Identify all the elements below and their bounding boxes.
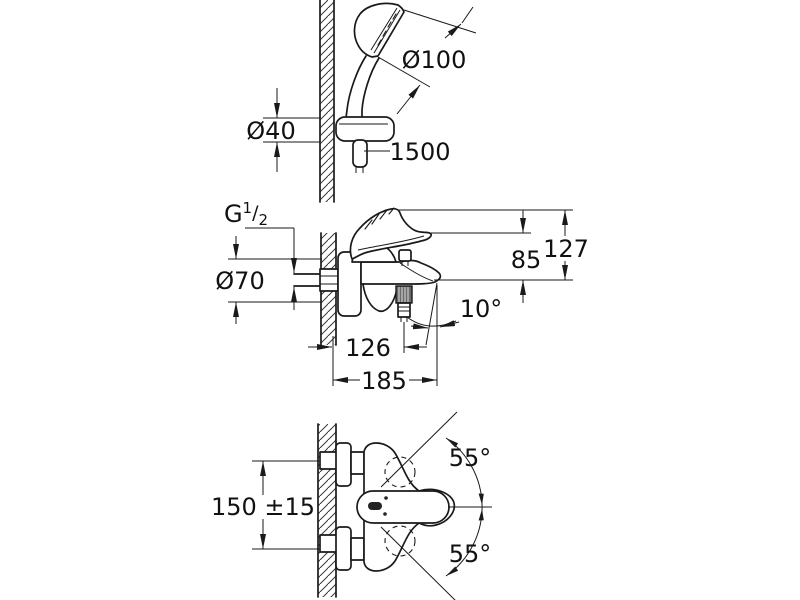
- dim-label-swivel-top: 55°: [449, 444, 492, 472]
- swivel-line-bottom: [380, 526, 456, 600]
- dim-escutcheon-diameter: Ø70: [215, 236, 322, 324]
- wall-holder: [335, 116, 395, 142]
- dim-thread: G1/2: [224, 199, 297, 310]
- supply-nut-front-bottom: [350, 537, 365, 561]
- dim-label-total-depth: 185: [361, 367, 407, 395]
- dim-label-thread: G1/2: [224, 199, 268, 229]
- supply-escutcheon-top: [335, 442, 352, 487]
- dim-total-depth: 185: [333, 367, 437, 395]
- swivel-line-top: [380, 411, 458, 488]
- wall-hatch-top: [320, 0, 334, 202]
- shower-outlet-knurl: [395, 285, 413, 304]
- dim-hose-length: 1500: [364, 138, 451, 166]
- shower-handle: [345, 55, 380, 119]
- dim-label-holder-diameter: Ø40: [246, 117, 295, 145]
- dim-holder-diameter: Ø40: [246, 88, 320, 172]
- dim-head-diameter: Ø100: [377, 6, 477, 115]
- dim-label-spout-angle: 10°: [460, 295, 503, 323]
- diverter-knob: [398, 249, 412, 262]
- mixer-plan-view: 150 ±15 55° 55°: [211, 411, 492, 600]
- dim-label-outlet-depth: 126: [345, 334, 391, 362]
- dim-outlet-depth: 126: [308, 334, 427, 362]
- hand-shower-view: Ø100 Ø40 1500: [246, 0, 477, 203]
- dim-spout-angle: 10°: [406, 282, 503, 346]
- spray-nozzles: [377, 13, 397, 46]
- handle-position-circle-bottom: [384, 525, 416, 557]
- hose-nut: [397, 302, 411, 318]
- mixer-body: [360, 259, 442, 285]
- union-nut: [319, 268, 339, 292]
- dim-label-spout-height: 85: [511, 246, 542, 274]
- dim-label-escutcheon-diameter: Ø70: [215, 267, 264, 295]
- supply-nut-front-top: [350, 451, 365, 475]
- mixer-side-view: G1/2 Ø70 85 127: [215, 199, 589, 395]
- dim-spout-height: 85: [511, 210, 542, 303]
- dim-connection-distance: 150 ±15: [211, 461, 315, 549]
- dim-total-height: 127: [543, 210, 589, 280]
- shower-hose: [352, 139, 368, 168]
- supply-escutcheon-bottom: [335, 526, 352, 571]
- dim-label-head-diameter: Ø100: [402, 46, 467, 74]
- dim-label-swivel-bottom: 55°: [449, 540, 492, 568]
- handle-inner-line: [357, 235, 425, 251]
- dim-label-connection-distance: 150 ±15: [211, 493, 315, 521]
- dim-label-hose-length: 1500: [389, 138, 450, 166]
- indicator-dot-hot: [384, 496, 388, 500]
- handle-shading: [364, 207, 395, 230]
- lever-logo-mark: [368, 502, 382, 510]
- dim-label-total-height: 127: [543, 235, 589, 263]
- wall-hatch-bottom: [318, 424, 336, 597]
- shower-head: [353, 2, 405, 58]
- indicator-dot-cold: [383, 512, 387, 516]
- handle-position-circle-top: [384, 456, 416, 488]
- body-underside: [362, 283, 398, 313]
- spray-face-line: [373, 9, 401, 54]
